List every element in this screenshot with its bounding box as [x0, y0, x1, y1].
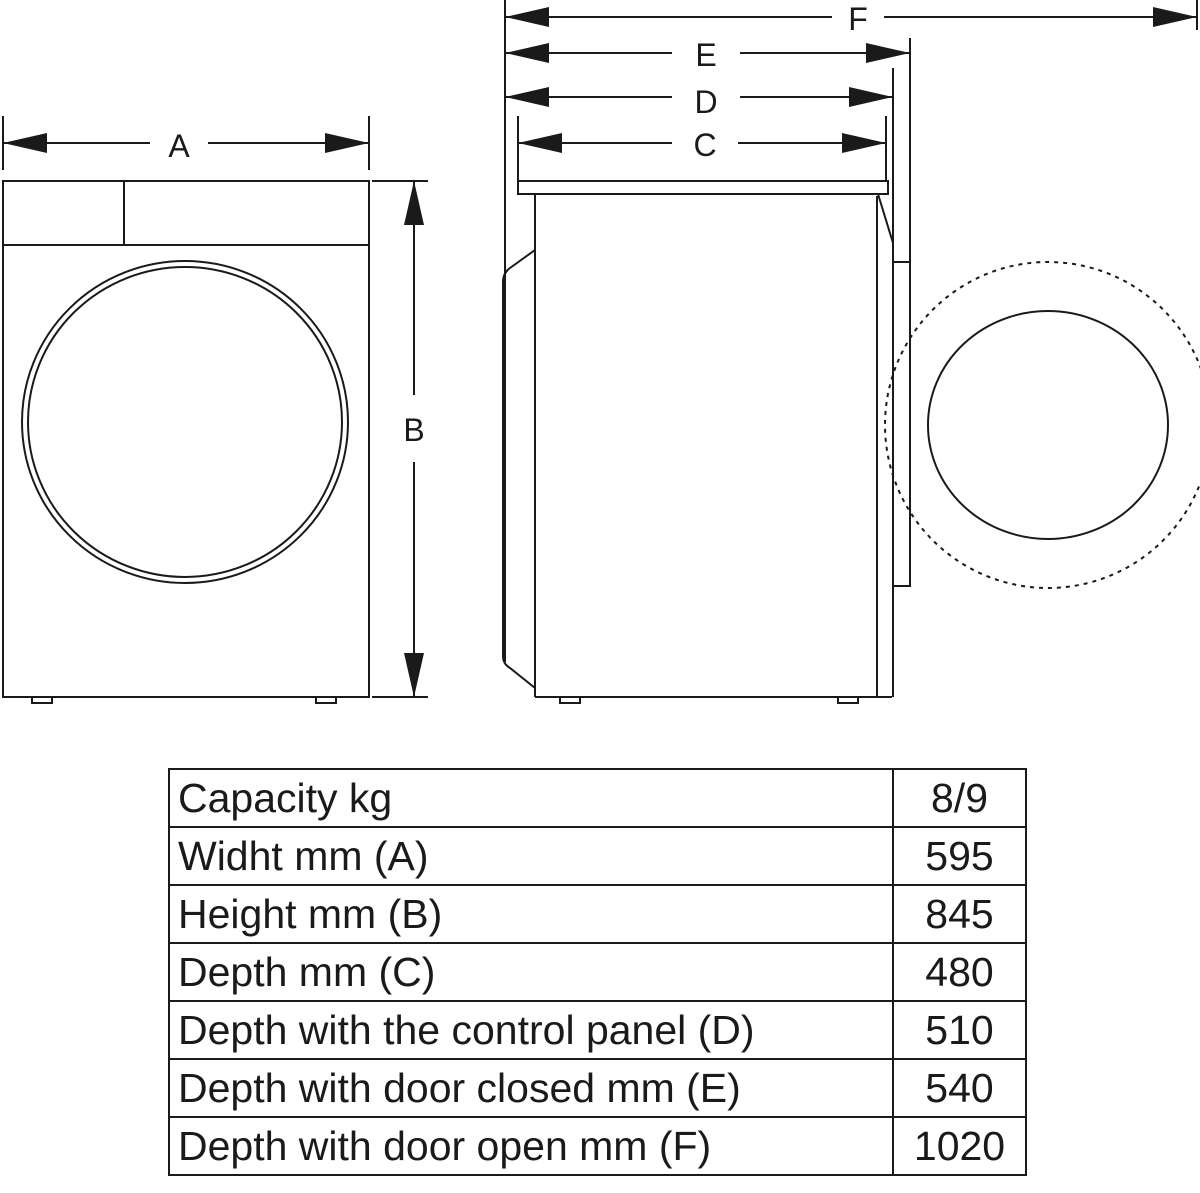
table-row: Depth with door open mm (F) 1020	[168, 1116, 1027, 1176]
dimension-e	[505, 38, 911, 262]
open-door-swing	[884, 261, 1200, 589]
dimension-c	[517, 116, 887, 181]
side-foot-right	[837, 696, 859, 704]
dimension-a-label: A	[168, 128, 190, 164]
dimension-b-label: B	[403, 412, 424, 448]
table-row: Height mm (B) 845	[168, 884, 1027, 944]
row-label: Height mm (B)	[168, 884, 894, 944]
dimension-a	[2, 116, 370, 170]
row-value: 8/9	[892, 768, 1027, 828]
side-foot-left	[559, 696, 581, 704]
side-body-front	[877, 193, 894, 697]
front-foot-left	[31, 696, 53, 704]
front-door-outer	[21, 260, 349, 584]
side-rear-bulge	[502, 249, 536, 689]
row-label: Capacity kg	[168, 768, 894, 828]
table-row: Depth mm (C) 480	[168, 942, 1027, 1002]
specification-table: Capacity kg 8/9 Widht mm (A) 595 Height …	[168, 768, 1027, 1176]
row-value: 510	[892, 1000, 1027, 1060]
dimension-f-label: F	[848, 1, 868, 37]
row-label: Depth with the control panel (D)	[168, 1000, 894, 1060]
row-value: 1020	[892, 1116, 1027, 1176]
row-label: Depth mm (C)	[168, 942, 894, 1002]
side-door-profile	[893, 261, 911, 587]
dimension-e-label: E	[695, 37, 716, 73]
row-value: 845	[892, 884, 1027, 944]
front-view	[2, 180, 370, 704]
front-door-inner	[27, 266, 343, 578]
dimension-diagram: A B C D E	[2, 0, 1200, 704]
row-label: Depth with door closed mm (E)	[168, 1058, 894, 1118]
open-door-glass	[927, 310, 1169, 540]
dimension-c-label: C	[693, 127, 716, 163]
row-label: Depth with door open mm (F)	[168, 1116, 894, 1176]
dimension-f	[504, 0, 1198, 662]
dimension-d	[505, 68, 894, 243]
row-value: 540	[892, 1058, 1027, 1118]
side-view	[502, 180, 1200, 704]
table-row: Widht mm (A) 595	[168, 826, 1027, 886]
dimension-d-label: D	[694, 84, 717, 120]
row-value: 595	[892, 826, 1027, 886]
row-label: Widht mm (A)	[168, 826, 894, 886]
dimension-b	[372, 180, 428, 698]
side-worktop	[517, 180, 889, 195]
table-row: Depth with door closed mm (E) 540	[168, 1058, 1027, 1118]
row-value: 480	[892, 942, 1027, 1002]
table-row: Depth with the control panel (D) 510	[168, 1000, 1027, 1060]
front-foot-right	[315, 696, 337, 704]
table-row: Capacity kg 8/9	[168, 768, 1027, 828]
front-body	[2, 180, 370, 698]
